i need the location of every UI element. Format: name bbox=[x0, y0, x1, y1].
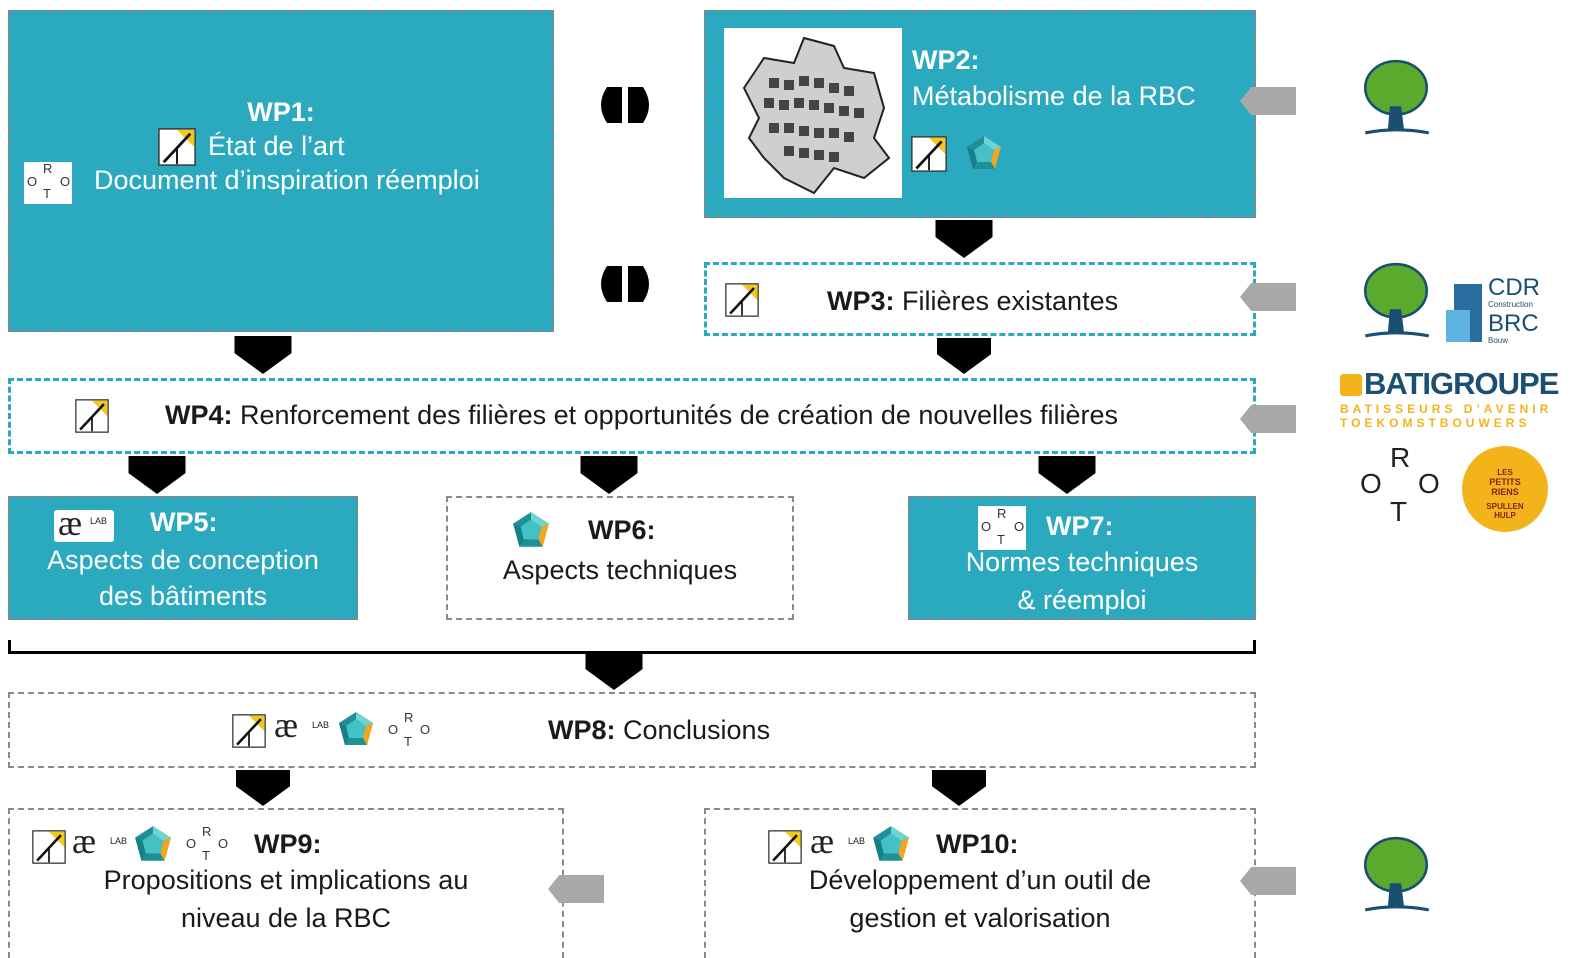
batigroupe-text: BATIGROUPE bbox=[1364, 370, 1559, 401]
input-arrow-icon bbox=[1240, 404, 1296, 434]
cdr-sub: Construction bbox=[1488, 300, 1533, 309]
down-arrow-icon bbox=[580, 456, 638, 494]
wp4-text: Renforcement des filières et opportunité… bbox=[232, 400, 1118, 430]
wp6-line1: Aspects techniques bbox=[502, 555, 738, 585]
cdr-text: CDR bbox=[1488, 274, 1540, 301]
wp8-title: WP8: bbox=[548, 715, 616, 745]
dodecahedron-logo-icon bbox=[336, 710, 376, 750]
wp8-text: Conclusions bbox=[615, 715, 771, 745]
wp1-title: WP1: bbox=[247, 97, 315, 127]
tree-logo-icon bbox=[1355, 55, 1437, 137]
architecture-logo-icon bbox=[32, 830, 66, 864]
architecture-logo-icon bbox=[158, 128, 196, 166]
wp4-box: WP4: Renforcement des filières et opport… bbox=[8, 378, 1256, 454]
wp2-box: WP2: Métabolisme de la RBC bbox=[704, 10, 1256, 218]
dodecahedron-logo-icon bbox=[132, 824, 174, 866]
wp4-title: WP4: bbox=[165, 400, 233, 430]
wp9-box: æ LAB R O O T WP9: Propositions et impli… bbox=[8, 808, 564, 958]
wp7-line1: Normes techniques bbox=[965, 547, 1199, 577]
wp1-line1: État de l’art bbox=[208, 131, 345, 161]
roto-logo: R O O T bbox=[1360, 442, 1440, 527]
roto-logo-icon: R O O T bbox=[388, 710, 431, 749]
architecture-logo-icon bbox=[75, 399, 109, 433]
roto-logo-icon: R O O T bbox=[186, 824, 229, 863]
wp5-line2: des bâtiments bbox=[98, 581, 268, 611]
wp7-line2: & réemploi bbox=[1017, 585, 1147, 615]
wp3-box: WP3: Filières existantes bbox=[704, 262, 1256, 336]
wp7-box: R O O T WP7: Normes techniques & réemplo… bbox=[908, 496, 1256, 620]
wp9-line1: Propositions et implications au bbox=[103, 865, 469, 895]
input-arrow-icon bbox=[1240, 866, 1296, 896]
down-arrow-icon bbox=[234, 336, 292, 374]
dodecahedron-logo-icon bbox=[510, 510, 552, 552]
input-arrow-icon bbox=[1240, 86, 1296, 116]
wp3-text: Filières existantes bbox=[894, 286, 1119, 316]
tree-logo-icon bbox=[1355, 258, 1437, 340]
petits-riens-logo: LES PETITS RIENS SPULLEN HULP bbox=[1462, 446, 1548, 532]
down-arrow-icon bbox=[930, 770, 988, 806]
down-arrow-icon bbox=[128, 456, 186, 494]
wp10-title: WP10: bbox=[936, 829, 1019, 859]
wp6-box: WP6: Aspects techniques bbox=[446, 496, 794, 620]
down-arrow-icon bbox=[585, 652, 643, 690]
wp1-box: WP1: État de l’art R O O T Document d’in… bbox=[8, 10, 554, 332]
wp5-title: WP5: bbox=[150, 507, 218, 537]
wp10-box: æ LAB WP10: Développement d’un outil de … bbox=[704, 808, 1256, 958]
wp2-title: WP2: bbox=[912, 45, 980, 75]
wp10-line1: Développement d’un outil de bbox=[808, 865, 1152, 895]
dodecahedron-logo-icon bbox=[870, 824, 912, 866]
batigroupe-sub1: BATISSEURS D’AVENIR bbox=[1340, 402, 1553, 416]
wp2-line1: Métabolisme de la RBC bbox=[912, 81, 1196, 111]
ae-lab-logo-icon: æ LAB bbox=[274, 705, 330, 745]
down-arrow-icon bbox=[234, 770, 292, 806]
wp8-box: æ LAB R O O T WP8: Conclusions bbox=[8, 692, 1256, 768]
wp7-title: WP7: bbox=[1046, 511, 1114, 541]
architecture-logo-icon bbox=[768, 830, 802, 864]
wp9-title: WP9: bbox=[254, 829, 322, 859]
architecture-logo-icon bbox=[232, 714, 266, 748]
wp6-title: WP6: bbox=[588, 515, 656, 545]
down-arrow-icon bbox=[935, 220, 993, 258]
wp3-title: WP3: bbox=[827, 286, 895, 316]
ae-lab-logo-icon: æ LAB bbox=[54, 503, 114, 543]
brc-text: BRC bbox=[1488, 310, 1539, 337]
roto-logo-icon: R O O T bbox=[978, 506, 1026, 550]
architecture-logo-icon bbox=[911, 136, 947, 172]
batigroupe-logo: BATIGROUPE BATISSEURS D’AVENIR TOEKOMSTB… bbox=[1340, 370, 1570, 436]
wp9-line2: niveau de la RBC bbox=[180, 903, 392, 933]
wp1-line2: Document d’inspiration réemploi bbox=[94, 165, 480, 195]
down-arrow-icon bbox=[1038, 456, 1096, 494]
wp5-box: æ LAB WP5: Aspects de conception des bât… bbox=[8, 496, 358, 620]
brc-sub: Bouw bbox=[1488, 336, 1509, 345]
cdr-brc-logo: CDR Construction BRC Bouw bbox=[1446, 274, 1568, 348]
bidirectional-arrow-icon bbox=[595, 266, 655, 302]
dodecahedron-logo-icon bbox=[964, 134, 1004, 174]
architecture-logo-icon bbox=[725, 283, 759, 317]
ae-lab-logo-icon: æ LAB bbox=[72, 821, 128, 861]
tree-logo-icon bbox=[1355, 832, 1437, 914]
input-arrow-icon bbox=[1240, 282, 1296, 312]
wp5-line1: Aspects de conception bbox=[47, 545, 319, 575]
down-arrow-icon bbox=[935, 338, 993, 374]
ae-lab-logo-icon: æ LAB bbox=[810, 821, 866, 861]
brussels-material-map-image bbox=[724, 28, 902, 198]
wp10-line2: gestion et valorisation bbox=[849, 903, 1111, 933]
batigroupe-sub2: TOEKOMSTBOUWERS bbox=[1340, 416, 1531, 430]
roto-logo-icon: R O O T bbox=[24, 161, 72, 204]
input-arrow-icon bbox=[548, 874, 604, 904]
bidirectional-arrow-icon bbox=[595, 87, 655, 123]
